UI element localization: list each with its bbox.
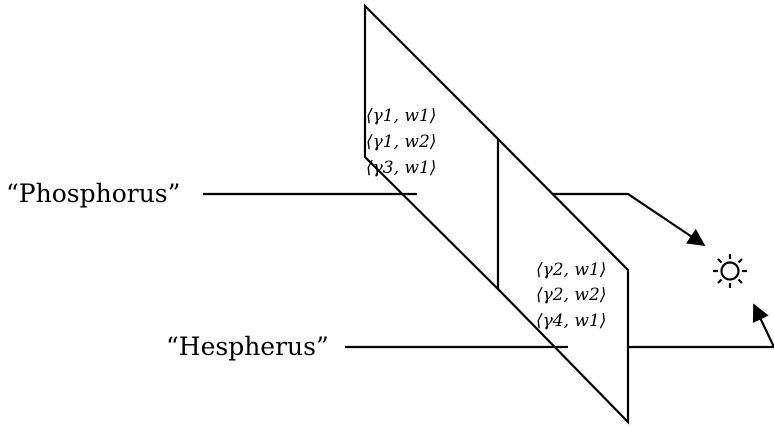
plane1-pair-2: ⟨γ1, w2⟩ [366,132,436,152]
phosphorus-label: “Phosphorus” [6,179,180,208]
plane2-pair-2: ⟨γ2, w2⟩ [536,285,606,305]
plane1-pair-3: ⟨γ3, w1⟩ [366,158,436,178]
plane2-pair-1: ⟨γ2, w1⟩ [536,260,606,280]
arrow-to-sun-1 [552,192,706,246]
hesperus-label: “Hespherus” [166,332,329,361]
sun-icon [713,254,747,288]
plane-2 [497,138,630,425]
plane1-pair-1: ⟨γ1, w1⟩ [366,106,436,126]
plane2-pair-3: ⟨γ4, w1⟩ [536,311,606,331]
arrow-to-sun-2 [628,303,774,349]
